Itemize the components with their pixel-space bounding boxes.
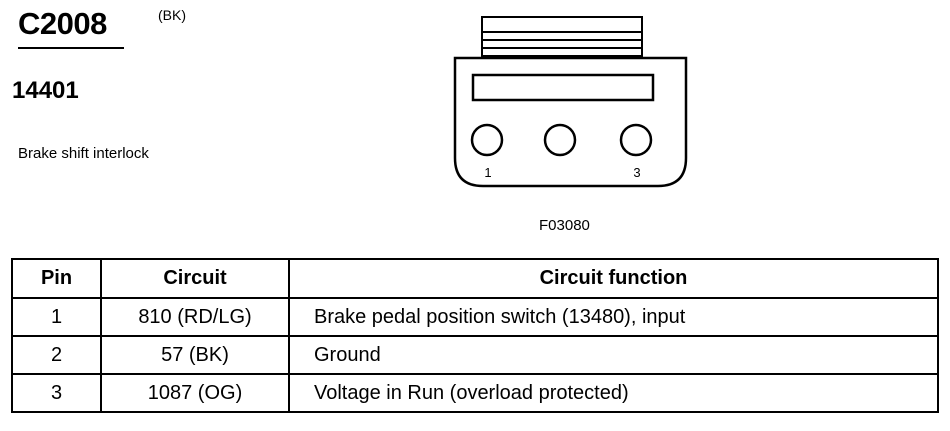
pin-label-1: 1 (484, 165, 491, 180)
function-cell: Voltage in Run (overload protected) (288, 373, 939, 413)
pin-cell: 1 (11, 297, 102, 337)
header-circuit-function: Circuit function (288, 258, 939, 299)
table-row: 3 1087 (OG) Voltage in Run (overload pro… (11, 373, 939, 413)
circuit-cell: 1087 (OG) (100, 373, 290, 413)
connector-slot (471, 73, 655, 102)
table-row: 2 57 (BK) Ground (11, 335, 939, 375)
header-pin: Pin (11, 258, 102, 299)
table-row: 1 810 (RD/LG) Brake pedal position switc… (11, 297, 939, 337)
part-number: 14401 (12, 77, 79, 104)
connector-description: Brake shift interlock (18, 145, 149, 162)
drawing-reference: F03080 (539, 217, 590, 234)
pin-cavity-1 (470, 123, 504, 157)
circuit-cell: 810 (RD/LG) (100, 297, 290, 337)
connector-id-underline (18, 47, 124, 49)
connector-face-drawing: 1 3 (453, 16, 688, 188)
pin-label-3: 3 (633, 165, 640, 180)
pin-cell: 2 (11, 335, 102, 375)
connector-color-code: (BK) (158, 7, 186, 23)
pin-cavity-2 (543, 123, 577, 157)
circuit-cell: 57 (BK) (100, 335, 290, 375)
header-circuit: Circuit (100, 258, 290, 299)
function-cell: Ground (288, 335, 939, 375)
table-header-row: Pin Circuit Circuit function (11, 258, 939, 299)
pinout-table: Pin Circuit Circuit function 1 810 (RD/L… (11, 258, 939, 413)
connector-id: C2008 (18, 6, 107, 41)
function-cell: Brake pedal position switch (13480), inp… (288, 297, 939, 337)
pin-cell: 3 (11, 373, 102, 413)
pin-cavity-3 (619, 123, 653, 157)
